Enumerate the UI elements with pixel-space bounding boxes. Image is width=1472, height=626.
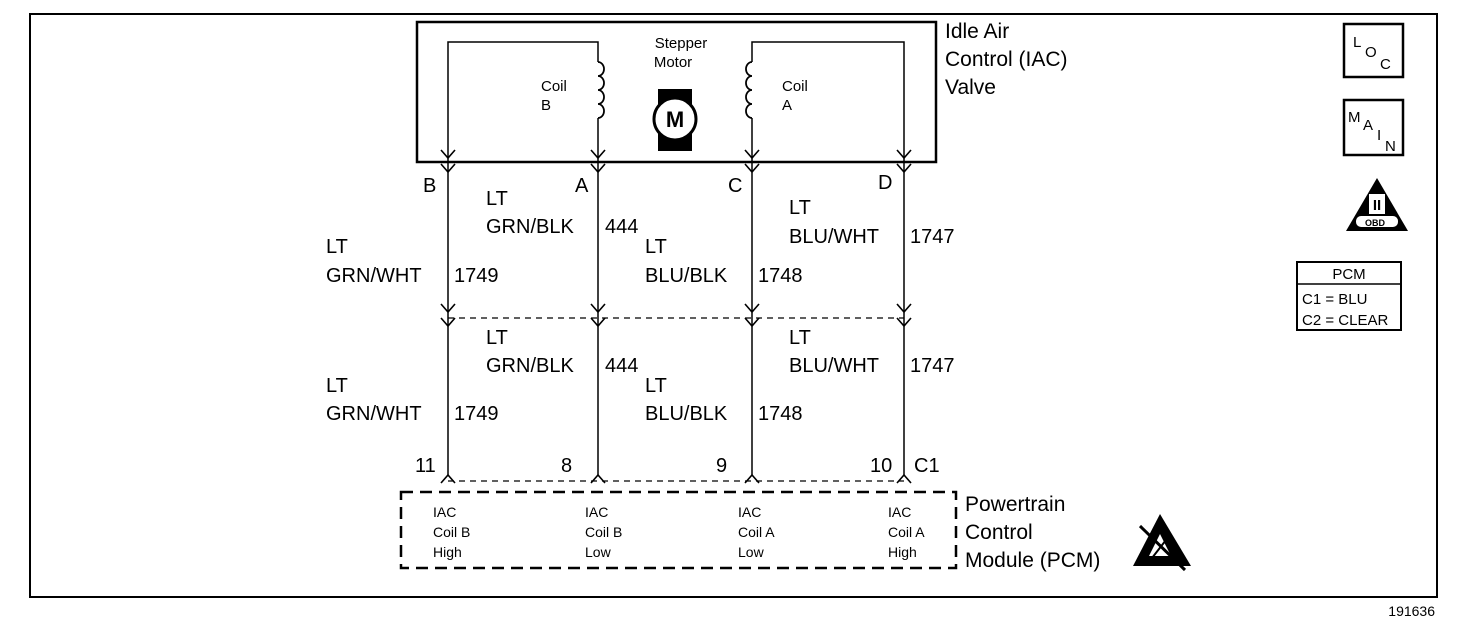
wire-1747-color-2: BLU/WHT <box>789 226 879 248</box>
wire-1747-circuit-lower: 1747 <box>910 355 955 377</box>
coil-b-wire <box>447 41 599 156</box>
wire-1748-color-1-lower: LT <box>645 375 667 397</box>
pcm-terminal-8-line3: Low <box>585 544 612 560</box>
obd-ii-icon: II OBD <box>1346 178 1408 231</box>
coil-a-winding <box>745 61 753 119</box>
wire-1749-color-2: GRN/WHT <box>326 265 422 287</box>
valve-pin-d: D <box>878 172 892 194</box>
pcm-terminal-10-line3: High <box>888 544 917 560</box>
wire-1747-color-1-lower: LT <box>789 327 811 349</box>
wire-1749-color-2-lower: GRN/WHT <box>326 403 422 425</box>
wire-1749-color-1-lower: LT <box>326 375 348 397</box>
iac-title-line3: Valve <box>945 76 996 99</box>
pcm-box <box>399 490 958 570</box>
valve-pin-c: C <box>728 175 742 197</box>
pcm-terminal-11-line3: High <box>433 544 462 560</box>
wire-1747-color-2-lower: BLU/WHT <box>789 355 879 377</box>
pcm-terminal-11-line1: IAC <box>433 504 456 520</box>
pcm-title-line1: Powertrain <box>965 493 1065 516</box>
pcm-connector-name: C1 <box>914 455 940 477</box>
valve-pin-a: A <box>575 175 589 197</box>
wire-444-color-1-lower: LT <box>486 327 508 349</box>
wire-1749-circuit-lower: 1749 <box>454 403 499 425</box>
wire-1748-color-1: LT <box>645 236 667 258</box>
pcm-pin-9: 9 <box>716 455 727 477</box>
coil-b-label-line2: B <box>541 97 551 114</box>
lower-wire-labels: LT GRN/WHT 1749 LT GRN/BLK 444 LT BLU/BL… <box>326 327 955 425</box>
pcm-terminal-10-line1: IAC <box>888 504 911 520</box>
svg-text:C: C <box>1380 56 1391 73</box>
pcm-terminal-11-line2: Coil B <box>433 524 470 540</box>
iac-title-line2: Control (IAC) <box>945 48 1068 71</box>
wire-1748-circuit-lower: 1748 <box>758 403 803 425</box>
svg-text:II: II <box>1373 197 1381 214</box>
svg-text:OBD: OBD <box>1365 218 1386 228</box>
wire-444-color-2: GRN/BLK <box>486 216 574 238</box>
wire-444-circuit: 444 <box>605 216 638 238</box>
esd-warning-icon <box>1133 514 1191 572</box>
stepper-label-line1: Stepper <box>655 35 708 52</box>
wire-444-color-2-lower: GRN/BLK <box>486 355 574 377</box>
wire-1749-circuit: 1749 <box>454 265 499 287</box>
pcm-terminal-9-line3: Low <box>738 544 765 560</box>
upper-wire-labels: LT GRN/WHT 1749 LT GRN/BLK 444 LT BLU/BL… <box>326 188 955 287</box>
pcm-module: IAC Coil B High IAC Coil B Low IAC Coil … <box>399 490 1191 572</box>
stepper-motor-icon: M <box>652 89 698 151</box>
pcm-legend-row-2: C2 = CLEAR <box>1302 312 1388 329</box>
pcm-title-line2: Control <box>965 521 1033 544</box>
pcm-legend-row-1: C1 = BLU <box>1302 291 1367 308</box>
wire-1749-color-1: LT <box>326 236 348 258</box>
pcm-terminal-9-line1: IAC <box>738 504 761 520</box>
iac-valve: Coil B Coil A Stepper Motor M Idle Air C… <box>415 20 1068 164</box>
wire-444-color-1: LT <box>486 188 508 210</box>
main-icon: M A I N <box>1342 98 1405 157</box>
pcm-pin-11: 11 <box>415 455 436 477</box>
wire-1747-color-1: LT <box>789 197 811 219</box>
svg-text:M: M <box>1348 109 1361 126</box>
stepper-label-line2: Motor <box>654 54 692 71</box>
pcm-legend: PCM C1 = BLU C2 = CLEAR <box>1296 261 1402 331</box>
iac-title-line1: Idle Air <box>945 20 1009 43</box>
svg-text:I: I <box>1377 127 1381 144</box>
pcm-connector-markers <box>440 473 912 484</box>
pcm-legend-title: PCM <box>1332 266 1365 283</box>
pcm-terminal-8-line2: Coil B <box>585 524 622 540</box>
valve-pin-b: B <box>423 175 436 197</box>
pcm-title-line3: Module (PCM) <box>965 549 1100 572</box>
wire-runs <box>447 156 905 476</box>
coil-a-label-line1: Coil <box>782 78 808 95</box>
coil-a-label-line2: A <box>782 97 792 114</box>
svg-text:N: N <box>1385 138 1396 155</box>
page-frame <box>29 13 1438 598</box>
loc-icon: L O C <box>1342 22 1405 79</box>
coil-a-wire <box>751 41 905 156</box>
svg-text:A: A <box>1363 117 1373 134</box>
valve-connector-markers <box>440 149 912 174</box>
pcm-pin-10: 10 <box>870 455 892 477</box>
wire-1748-color-2: BLU/BLK <box>645 265 728 287</box>
wire-1748-color-2-lower: BLU/BLK <box>645 403 728 425</box>
pcm-terminal-9-line2: Coil A <box>738 524 775 540</box>
iac-valve-box <box>415 20 938 164</box>
inline-connector <box>440 303 912 328</box>
coil-b-label-line1: Coil <box>541 78 567 95</box>
figure-number: 191636 <box>1388 603 1435 619</box>
pcm-terminal-10-line2: Coil A <box>888 524 925 540</box>
motor-symbol: M <box>666 107 684 132</box>
pcm-pin-8: 8 <box>561 455 572 477</box>
svg-text:L: L <box>1353 34 1361 51</box>
wire-1748-circuit: 1748 <box>758 265 803 287</box>
wire-1747-circuit: 1747 <box>910 226 955 248</box>
coil-b-winding <box>597 61 605 119</box>
wire-444-circuit-lower: 444 <box>605 355 638 377</box>
pcm-terminal-8-line1: IAC <box>585 504 608 520</box>
svg-text:O: O <box>1365 44 1377 61</box>
